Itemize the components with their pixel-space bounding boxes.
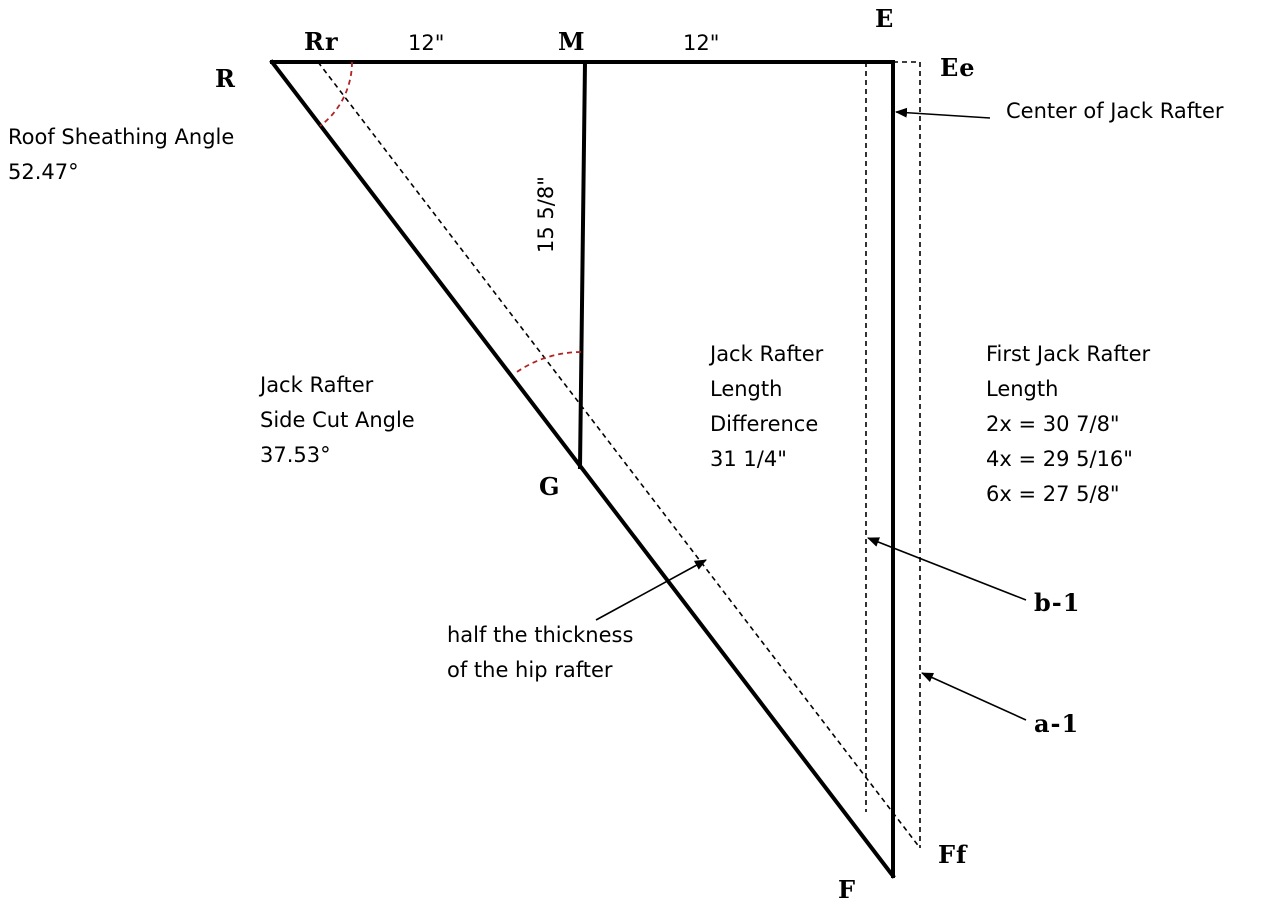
b1-arrow — [867, 537, 1027, 601]
dim-vertical: 15 5/8" — [534, 176, 558, 253]
point-label-Rr: Rr — [304, 27, 339, 56]
hip-offset-dashed-line — [317, 61, 921, 849]
roof-sheathing-angle-label: Roof Sheathing Angle 52.47° — [8, 125, 241, 184]
half-thickness-arrow — [595, 559, 707, 621]
side-cut-angle-label: Jack Rafter Side Cut Angle 37.53° — [258, 373, 421, 467]
point-label-Ee: Ee — [940, 53, 976, 82]
length-difference-label: Jack Rafter Length Difference 31 1/4" — [708, 342, 830, 471]
dim-top-right: 12" — [683, 31, 719, 55]
point-label-R: R — [215, 64, 236, 93]
side-cut-angle-arc — [513, 351, 582, 375]
roof-sheathing-angle-arc — [319, 61, 353, 127]
a1-label: a-1 — [1034, 709, 1079, 738]
center-of-jack-rafter-label: Center of Jack Rafter — [1006, 99, 1224, 123]
half-thickness-label: half the thickness of the hip rafter — [447, 623, 640, 682]
first-jack-rafter-length-label: First Jack Rafter Length 2x = 30 7/8" 4x… — [986, 342, 1157, 506]
hip-line-R-F — [269, 59, 896, 879]
dim-top-left: 12" — [408, 31, 444, 55]
point-label-E: E — [875, 4, 894, 33]
line-M-G — [577, 59, 588, 470]
point-label-Ff: Ff — [938, 840, 968, 869]
point-label-M: M — [558, 27, 586, 56]
point-label-G: G — [539, 472, 561, 501]
a1-arrow — [921, 672, 1027, 721]
b1-label: b-1 — [1034, 588, 1080, 617]
center-arrow — [895, 107, 991, 119]
point-label-F: F — [838, 875, 856, 902]
